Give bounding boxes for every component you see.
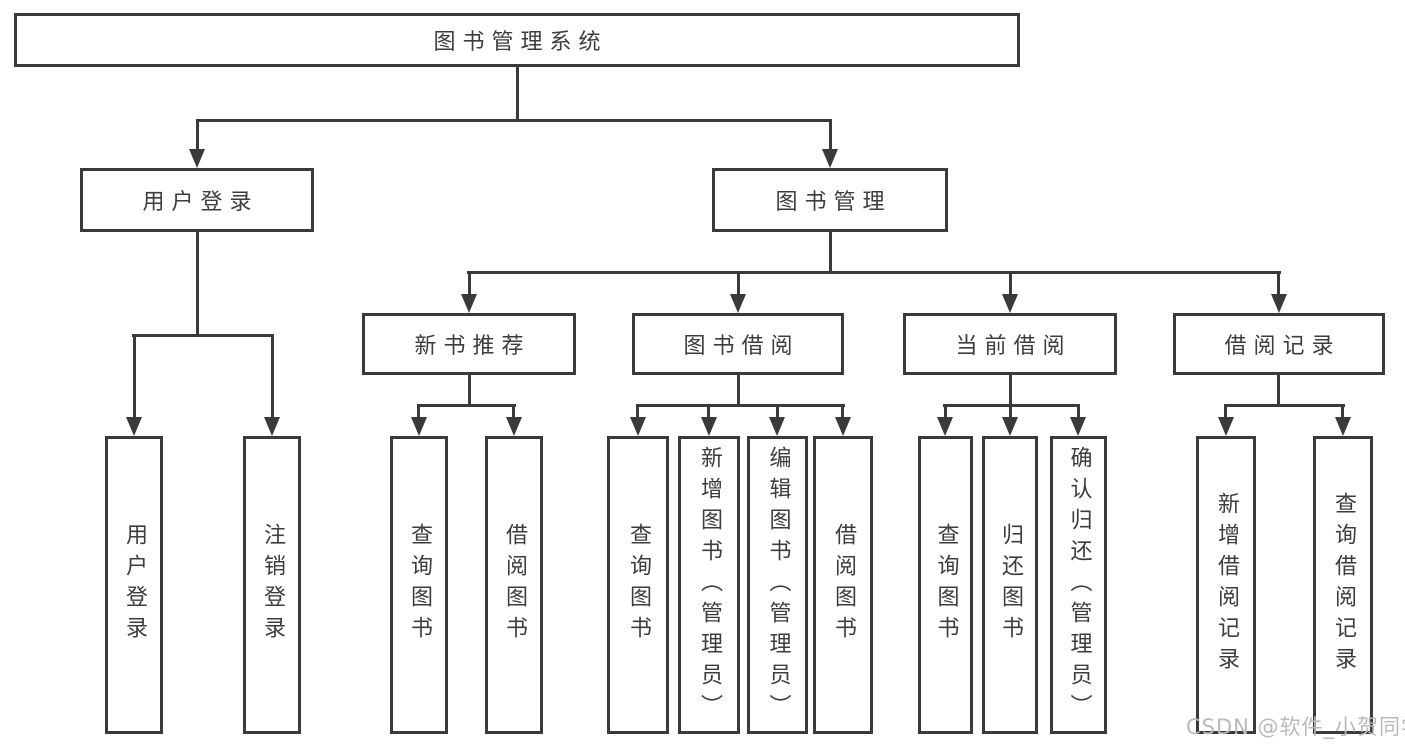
leaf-label: 确认归还（管理员）: [1066, 445, 1092, 725]
leaf-borrow-books-recommend: 借阅图书: [485, 436, 543, 734]
connector-drop-book-borrowing: [737, 271, 740, 307]
leaf-query-books-borrowing: 查询图书: [607, 436, 669, 734]
arrow-down-icon: [937, 417, 953, 436]
connector-user-login-bar: [132, 334, 274, 337]
connector-drop-leaf: [512, 404, 515, 429]
csdn-watermark: CSDN @软件_小贺同学: [1186, 715, 1405, 739]
leaf-label: 新增借阅记录: [1214, 492, 1239, 678]
connector-drop-borrowing-records: [1277, 271, 1280, 307]
connector-borrowing-records-stem: [1277, 375, 1280, 406]
arrow-down-icon: [411, 417, 427, 436]
connector-drop-book-management: [829, 119, 832, 163]
leaf-edit-books-admin: 编辑图书（管理员）: [747, 436, 808, 734]
leaf-add-borrow-record: 新增借阅记录: [1196, 436, 1256, 734]
leaf-label: 用户登录: [122, 523, 147, 647]
leaf-label: 查询借阅记录: [1331, 492, 1356, 678]
connector-book-management-stem: [829, 232, 832, 273]
arrow-down-icon: [1002, 417, 1018, 436]
connector-borrowing-records-bar: [1224, 404, 1345, 407]
node-current-borrowing: 当前借阅: [903, 313, 1117, 375]
leaf-label: 查询图书: [933, 523, 959, 647]
connector-drop-leaf: [776, 404, 779, 429]
arrow-down-icon: [126, 417, 142, 436]
leaf-return-books: 归还图书: [982, 436, 1038, 734]
connector-book-borrowing-bar: [636, 404, 845, 407]
connector-drop-leaf: [944, 404, 947, 429]
arrow-down-icon: [1335, 417, 1351, 436]
connector-drop-leaf: [133, 334, 136, 429]
connector-drop-new-book: [468, 271, 471, 307]
connector-drop-user-login: [196, 119, 199, 163]
connector-drop-leaf: [1341, 404, 1344, 429]
arrow-down-icon: [506, 417, 522, 436]
leaf-label: 查询图书: [407, 523, 432, 647]
leaf-logout: 注销登录: [243, 436, 301, 734]
leaf-label: 借阅图书: [831, 523, 856, 647]
leaf-query-books-recommend: 查询图书: [390, 436, 448, 734]
connector-drop-leaf: [841, 404, 844, 429]
arrow-down-icon: [822, 149, 838, 168]
leaf-label: 新增图书（管理员）: [697, 445, 722, 725]
connector-current-borrowing-stem: [1009, 375, 1012, 406]
arrow-down-icon: [1070, 417, 1086, 436]
connector-drop-leaf: [271, 334, 274, 429]
leaf-user-login: 用户登录: [105, 436, 163, 734]
leaf-label: 查询图书: [626, 523, 651, 647]
connector-drop-leaf: [636, 404, 639, 429]
arrow-down-icon: [835, 417, 851, 436]
connector-user-login-stem: [196, 232, 199, 335]
connector-drop-current-borrowing: [1009, 271, 1012, 307]
node-book-management: 图书管理: [712, 168, 948, 232]
leaf-label: 编辑图书（管理员）: [765, 445, 791, 725]
connector-new-book-stem: [468, 375, 471, 406]
arrow-down-icon: [701, 417, 717, 436]
arrow-down-icon: [264, 417, 280, 436]
connector-drop-leaf: [417, 404, 420, 429]
connector-new-book-bar: [417, 404, 516, 407]
node-library-management-system: 图书管理系统: [14, 13, 1020, 67]
connector-drop-leaf: [1224, 404, 1227, 429]
leaf-label: 借阅图书: [502, 523, 527, 647]
leaf-query-borrow-record: 查询借阅记录: [1313, 436, 1373, 734]
node-user-login: 用户登录: [80, 168, 314, 232]
arrow-down-icon: [1271, 294, 1287, 313]
leaf-label: 归还图书: [998, 523, 1023, 647]
connector-root-bar: [196, 119, 832, 122]
leaf-confirm-return-admin: 确认归还（管理员）: [1050, 436, 1107, 734]
node-new-book-recommendation: 新书推荐: [362, 313, 576, 375]
connector-book-management-bar: [467, 271, 1281, 274]
arrow-down-icon: [1002, 294, 1018, 313]
arrow-down-icon: [769, 417, 785, 436]
leaf-label: 注销登录: [260, 523, 285, 647]
node-borrowing-records: 借阅记录: [1173, 313, 1385, 375]
connector-drop-leaf: [1077, 404, 1080, 429]
arrow-down-icon: [189, 149, 205, 168]
leaf-query-books-current: 查询图书: [918, 436, 973, 734]
arrow-down-icon: [1218, 417, 1234, 436]
arrow-down-icon: [730, 294, 746, 313]
arrow-down-icon: [630, 417, 646, 436]
connector-drop-leaf: [707, 404, 710, 429]
leaf-borrow-books-borrowing: 借阅图书: [813, 436, 873, 734]
arrow-down-icon: [461, 294, 477, 313]
leaf-add-books-admin: 新增图书（管理员）: [678, 436, 740, 734]
connector-drop-leaf: [1009, 404, 1012, 429]
connector-book-borrowing-stem: [737, 375, 740, 406]
node-book-borrowing: 图书借阅: [632, 313, 844, 375]
connector-root-stem: [516, 67, 519, 120]
